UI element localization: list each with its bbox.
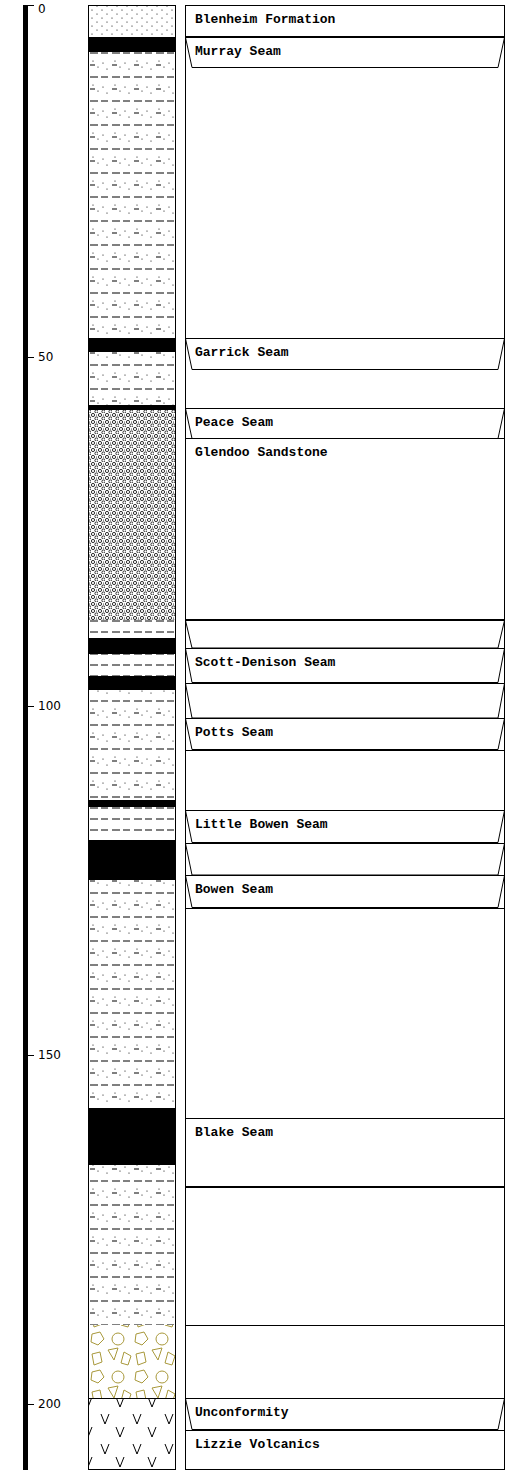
box-line [185, 683, 505, 684]
formation-name: Bowen Seam [185, 875, 505, 898]
seam-bracket [186, 649, 505, 683]
coal-layer [88, 1108, 176, 1165]
box-border [186, 1119, 505, 1187]
coal-layer [88, 638, 176, 654]
coal-layer [88, 338, 176, 352]
box-line [185, 843, 505, 844]
label-panel [185, 6, 505, 1470]
seam-bracket [186, 876, 505, 908]
volcanic-layer [88, 1399, 176, 1470]
box-border [186, 439, 505, 620]
coal-layer [88, 800, 176, 807]
box-border [186, 6, 505, 37]
depth-label: 50 [37, 350, 54, 364]
box-line [185, 1325, 505, 1326]
formation-name: Scott-Denison Seam [185, 648, 505, 671]
formation-label-box: Blake Seam [185, 1118, 505, 1187]
shale-layer [88, 654, 176, 676]
depth-label: 200 [37, 1397, 62, 1411]
scale-ticks [28, 6, 34, 1405]
formation-name: Murray Seam [185, 37, 505, 60]
formation-name: Little Bowen Seam [185, 810, 505, 833]
seam-bracket [186, 339, 505, 370]
seam-bracket [186, 38, 505, 68]
shale-layer [88, 807, 176, 840]
conglomerate-layer [88, 1325, 176, 1398]
unconformity-line [88, 1398, 176, 1399]
box-outline [185, 438, 505, 620]
empty-bracket [186, 621, 505, 649]
formation-label-box: Potts Seam [185, 718, 505, 750]
formation-name: Blenheim Formation [185, 5, 505, 28]
conglomerate-layer [88, 410, 176, 620]
depth-label: 100 [37, 699, 62, 713]
formation-label-box: Blenheim Formation [185, 5, 505, 37]
seam-bracket [186, 811, 505, 843]
coal-layer [88, 676, 176, 690]
scale-bar [23, 5, 28, 1470]
interbedded-layer [88, 880, 176, 1108]
interbedded-layer [88, 690, 176, 800]
interbedded-layer [88, 52, 176, 338]
depth-label: 0 [37, 2, 47, 16]
shale-layer [88, 620, 176, 638]
formation-label-box: Scott-Denison Seam [185, 648, 505, 683]
formation-name: Garrick Seam [185, 338, 505, 361]
box-line [185, 1187, 505, 1188]
empty-bracket [186, 684, 505, 719]
coal-layer [88, 37, 176, 52]
interbedded-layer [88, 352, 176, 405]
seam-bracket [186, 1399, 505, 1430]
column-border [89, 6, 176, 1470]
formation-label-box: Peace Seam [185, 408, 505, 439]
formation-name: Potts Seam [185, 718, 505, 741]
formation-name: Peace Seam [185, 408, 505, 431]
formation-name: Unconformity [185, 1398, 505, 1421]
lithology-column [88, 5, 176, 1470]
formation-label-box: Little Bowen Seam [185, 810, 505, 843]
formation-label-box: Unconformity [185, 1398, 505, 1430]
formation-name: Glendoo Sandstone [185, 438, 505, 461]
formation-label-box: Lizzie Volcanics [185, 1430, 505, 1470]
sandstone-layer [88, 5, 176, 37]
coal-layer [88, 405, 176, 410]
box-border [186, 1431, 505, 1470]
seam-bracket [186, 409, 505, 439]
formation-label-box: Glendoo Sandstone [185, 438, 505, 620]
seam-bracket [186, 719, 505, 750]
formation-label-box: Bowen Seam [185, 875, 505, 908]
formation-label-box: Garrick Seam [185, 338, 505, 370]
formation-name: Blake Seam [185, 1118, 505, 1141]
empty-bracket [186, 844, 505, 876]
interbedded-layer [88, 1165, 176, 1325]
formation-label-box: Murray Seam [185, 37, 505, 68]
box-line [185, 908, 505, 909]
panel-border [186, 6, 505, 1470]
depth-label: 150 [37, 1048, 62, 1062]
box-line [185, 750, 505, 751]
formation-name: Lizzie Volcanics [185, 1430, 505, 1453]
coal-layer [88, 840, 176, 880]
box-line [185, 620, 505, 621]
